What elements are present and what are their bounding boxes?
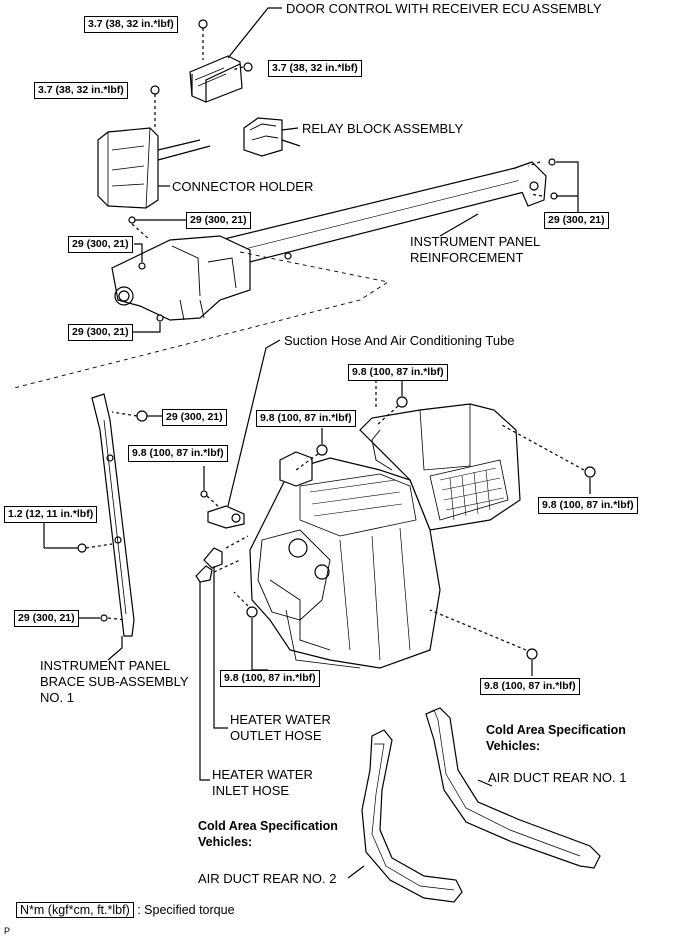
brace-label: BRACE SUB-ASSEMBLY	[40, 674, 189, 689]
door-control-ecu-part	[189, 7, 282, 103]
air-duct-no2-label: AIR DUCT REAR NO. 2	[198, 871, 337, 886]
cold-area-note: Vehicles:	[486, 739, 541, 753]
torque-spec-box: 29 (300, 21)	[186, 212, 251, 229]
air-duct-no1-label: AIR DUCT REAR NO. 1	[488, 770, 627, 785]
corner-mark: P	[4, 926, 11, 936]
air-duct-rear-no2-part	[347, 729, 463, 903]
air-conditioning-unit-part	[233, 380, 596, 676]
suction-hose-part	[200, 339, 281, 529]
connector-holder-part	[97, 85, 211, 209]
relay-block-label: RELAY BLOCK ASSEMBLY	[302, 121, 464, 136]
heater-outlet-hose-label: HEATER WATER	[230, 712, 331, 727]
torque-spec-box: 3.7 (38, 32 in.*lbf)	[268, 60, 362, 77]
torque-spec-box: 29 (300, 21)	[162, 409, 227, 426]
torque-spec-box: 9.8 (100, 87 in.*lbf)	[480, 678, 580, 695]
cold-area-note: Cold Area Specification	[198, 819, 338, 833]
brace-label: INSTRUMENT PANEL	[40, 658, 171, 673]
torque-spec-box: 29 (300, 21)	[68, 324, 133, 341]
cold-area-note: Cold Area Specification	[486, 723, 626, 737]
torque-spec-box: 3.7 (38, 32 in.*lbf)	[84, 16, 178, 33]
torque-spec-box: 29 (300, 21)	[14, 610, 79, 627]
brace-label: NO. 1	[40, 690, 74, 705]
heater-hoses-part	[195, 535, 249, 781]
torque-spec-box: 3.7 (38, 32 in.*lbf)	[34, 82, 128, 99]
torque-spec-box: 29 (300, 21)	[68, 236, 133, 253]
heater-outlet-hose-label: OUTLET HOSE	[230, 728, 322, 743]
torque-spec-box: 9.8 (100, 87 in.*lbf)	[128, 445, 228, 462]
instrument-panel-brace-part	[43, 393, 162, 661]
alignment-dashed-line	[13, 251, 390, 389]
torque-spec-box: 9.8 (100, 87 in.*lbf)	[538, 497, 638, 514]
door-control-label: DOOR CONTROL WITH RECEIVER ECU ASSEMBLY	[286, 1, 602, 16]
ip-reinforcement-label: INSTRUMENT PANEL	[410, 234, 541, 249]
heater-inlet-hose-label: HEATER WATER	[212, 767, 313, 782]
cold-area-note: Vehicles:	[198, 835, 253, 849]
torque-spec-box: 9.8 (100, 87 in.*lbf)	[220, 670, 320, 687]
torque-legend: N*m (kgf*cm, ft.*lbf) : Specified torque	[16, 902, 235, 918]
connector-holder-label: CONNECTOR HOLDER	[172, 179, 314, 194]
ip-reinforcement-label: REINFORCEMENT	[410, 250, 524, 265]
torque-spec-box: 29 (300, 21)	[544, 212, 609, 229]
torque-spec-box: 1.2 (12, 11 in.*lbf)	[4, 506, 98, 523]
heater-inlet-hose-label: INLET HOSE	[212, 783, 290, 798]
torque-unit-box: N*m (kgf*cm, ft.*lbf)	[16, 902, 134, 918]
torque-spec-box: 9.8 (100, 87 in.*lbf)	[348, 364, 448, 381]
torque-spec-box: 9.8 (100, 87 in.*lbf)	[256, 410, 356, 427]
suction-hose-label: Suction Hose And Air Conditioning Tube	[284, 333, 515, 348]
torque-legend-description: : Specified torque	[137, 903, 235, 917]
instrument-panel-reinforcement-part	[111, 158, 579, 333]
air-duct-rear-no1-part	[425, 707, 601, 869]
relay-block-part	[243, 117, 301, 157]
